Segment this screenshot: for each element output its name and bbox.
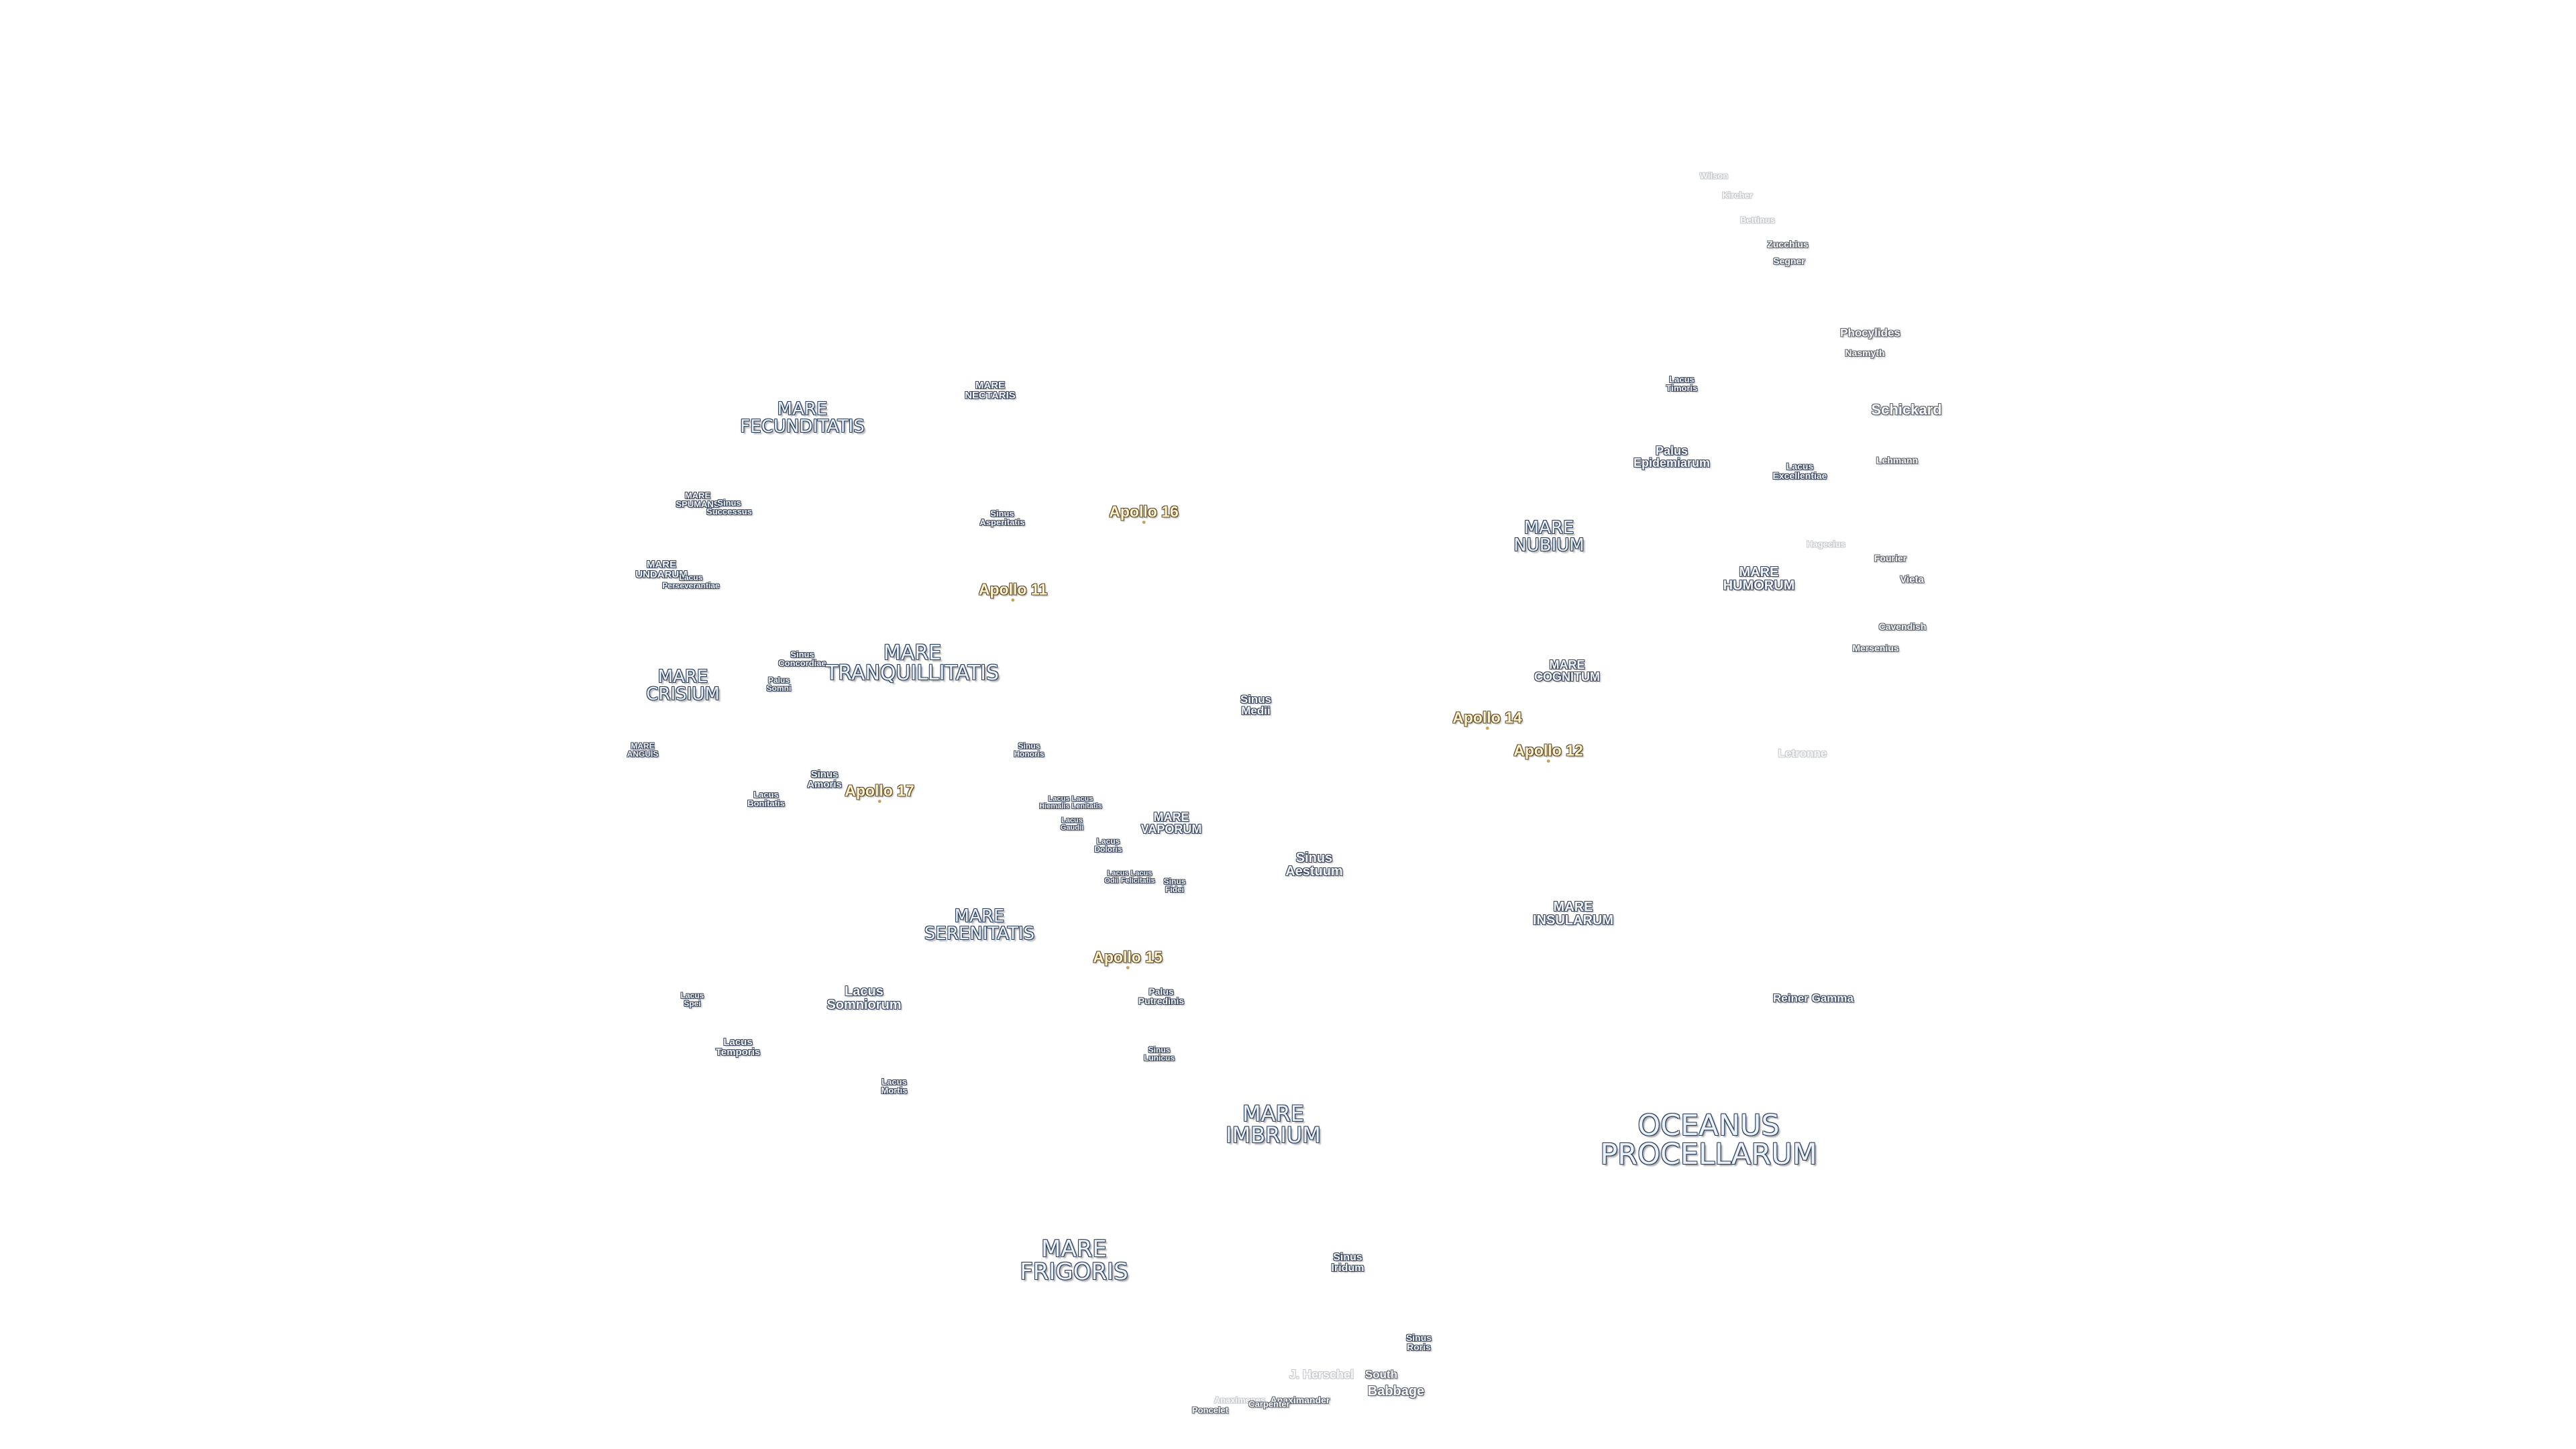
landing-site-marker-icon [1012, 598, 1014, 602]
landing-site-marker-icon [877, 800, 881, 803]
map-label-apollo-17[interactable]: Apollo 17 [845, 783, 914, 803]
map-label-apollo-11[interactable]: Apollo 11 [979, 582, 1047, 602]
map-label-hagecius[interactable]: Hagecius [1807, 539, 1845, 549]
landing-site-marker-icon [1546, 759, 1550, 763]
map-label-zucchius[interactable]: Zucchius [1767, 239, 1809, 250]
map-label-phocylides[interactable]: Phocylides [1840, 326, 1900, 339]
map-label-south[interactable]: South [1364, 1368, 1398, 1381]
map-label-fourier[interactable]: Fourier [1874, 553, 1907, 564]
map-label-wilson[interactable]: Wilson [1699, 170, 1729, 181]
map-label-j-herschel[interactable]: J. Herschel [1289, 1368, 1354, 1381]
map-label-reiner-gamma[interactable]: Reiner Gamma [1773, 991, 1854, 1005]
map-label-vieta[interactable]: Vieta [1900, 574, 1924, 586]
map-label-nasmyth[interactable]: Nasmyth [1845, 347, 1885, 358]
map-label-kircher[interactable]: Kircher [1722, 190, 1753, 201]
map-label-apollo-15[interactable]: Apollo 15 [1093, 949, 1163, 969]
map-label-apollo-14[interactable]: Apollo 14 [1452, 710, 1522, 730]
map-label-anaximenes[interactable]: Anaximenes [1214, 1395, 1266, 1405]
map-label-poncelet[interactable]: Poncelet [1191, 1405, 1229, 1415]
map-label-babbage[interactable]: Babbage [1367, 1384, 1425, 1399]
map-label-lehmann[interactable]: Lehmann [1876, 455, 1919, 466]
landing-site-marker-icon [1126, 966, 1129, 969]
map-label-letronne[interactable]: Letronne [1778, 747, 1827, 760]
map-label-carpenter[interactable]: Carpenter [1248, 1399, 1290, 1409]
map-label-segner[interactable]: Segner [1773, 256, 1805, 266]
map-label-anaximander[interactable]: Anaximander [1270, 1395, 1330, 1405]
map-label-bettinus[interactable]: Bettinus [1740, 215, 1775, 225]
map-label-apollo-12[interactable]: Apollo 12 [1513, 743, 1583, 763]
map-label-cavendish[interactable]: Cavendish [1878, 621, 1927, 632]
landing-site-marker-icon [1485, 727, 1489, 730]
map-label-schickard[interactable]: Schickard [1871, 401, 1942, 418]
map-label-apollo-16[interactable]: Apollo 16 [1109, 504, 1179, 524]
landing-site-marker-icon [1142, 521, 1145, 524]
map-label-mersenius[interactable]: Mersenius [1852, 643, 1899, 653]
